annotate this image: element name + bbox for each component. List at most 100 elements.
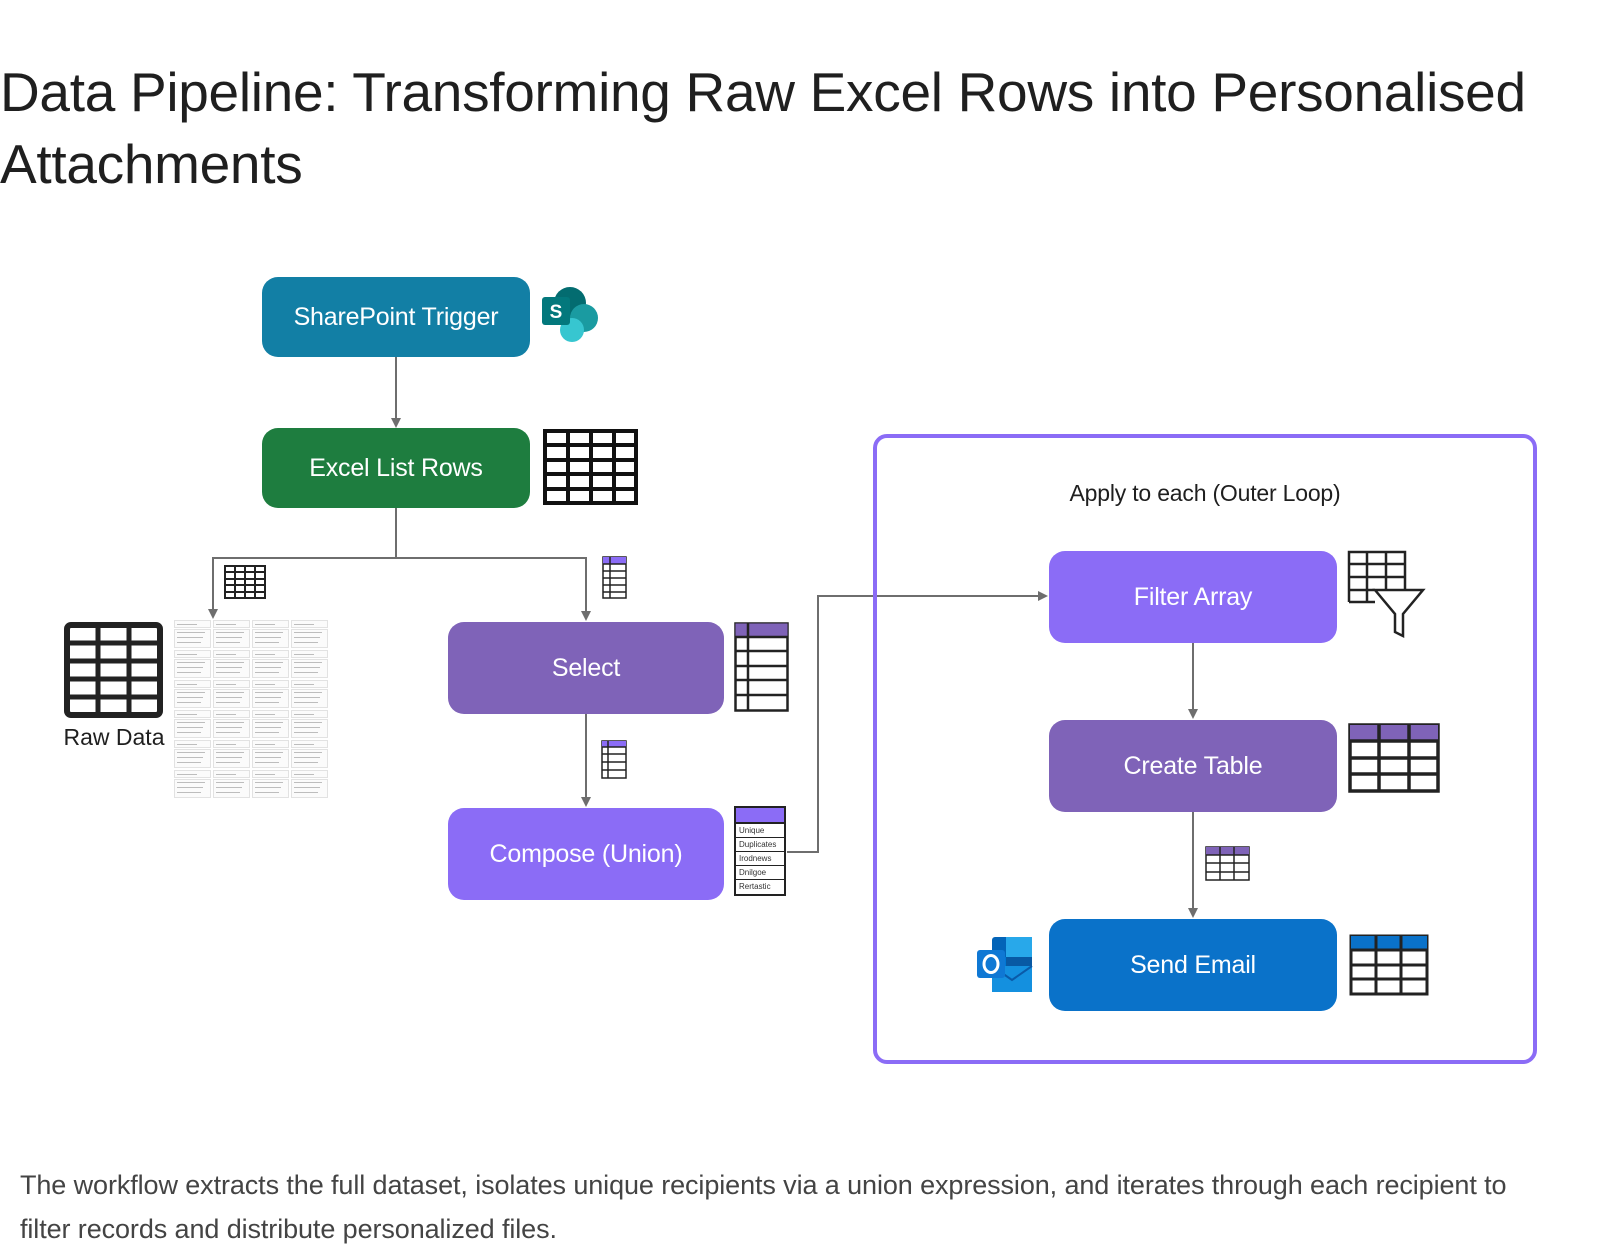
mock-text-line (294, 692, 322, 693)
unique-list-row: Dnilgoe (736, 866, 784, 880)
apply-to-each-loop[interactable] (873, 434, 1537, 1064)
small-purple-table-icon (1205, 846, 1250, 881)
mock-text-line (294, 782, 322, 783)
mock-cell (213, 629, 250, 648)
mock-text-line (294, 654, 314, 655)
mock-text-line (294, 774, 314, 775)
node-label: Create Table (1123, 751, 1263, 780)
mock-text-line (216, 792, 240, 793)
mock-cell (174, 719, 211, 738)
mock-text-line (216, 697, 242, 698)
mock-text-line (294, 624, 314, 625)
mock-text-line (216, 702, 240, 703)
mock-text-line (255, 757, 281, 758)
mock-text-line (255, 662, 283, 663)
mock-text-line (216, 692, 244, 693)
filter-array-node[interactable]: Filter Array (1049, 551, 1337, 643)
mock-text-line (177, 762, 201, 763)
mock-text-line (255, 762, 279, 763)
mock-text-line (294, 732, 318, 733)
mock-cell (291, 749, 328, 768)
mock-text-line (255, 684, 275, 685)
compose-union-node[interactable]: Compose (Union) (448, 808, 724, 900)
mock-cell (291, 689, 328, 708)
send-email-node[interactable]: Send Email (1049, 919, 1337, 1011)
mock-text-line (216, 727, 242, 728)
two-column-table-icon (734, 622, 789, 712)
mock-cell (213, 659, 250, 678)
select-node[interactable]: Select (448, 622, 724, 714)
unique-list-row: Unique (736, 824, 784, 838)
mock-text-line (294, 714, 314, 715)
mock-text-line (177, 632, 205, 633)
table-purple-header-icon (1348, 723, 1440, 793)
raw-data-label: Raw Data (63, 724, 165, 750)
mock-text-line (177, 757, 203, 758)
mock-text-line (294, 702, 318, 703)
excel-list-rows-node[interactable]: Excel List Rows (262, 428, 530, 508)
unique-list-row: Duplicates (736, 838, 784, 852)
mock-text-line (177, 714, 197, 715)
mock-text-line (294, 672, 318, 673)
create-table-node[interactable]: Create Table (1049, 720, 1337, 812)
mock-text-line (177, 787, 203, 788)
mock-text-line (294, 637, 320, 638)
mock-text-line (177, 722, 205, 723)
mock-text-line (177, 697, 203, 698)
mock-text-line (255, 744, 275, 745)
mock-text-line (255, 672, 279, 673)
mock-text-line (294, 762, 318, 763)
mock-text-line (216, 762, 240, 763)
mock-text-line (216, 642, 240, 643)
mock-cell (252, 629, 289, 648)
mock-text-line (216, 774, 236, 775)
mock-text-line (255, 702, 279, 703)
unique-list-header (736, 808, 784, 824)
mock-text-line (216, 672, 240, 673)
mock-text-line (216, 757, 242, 758)
mock-text-line (216, 667, 242, 668)
mock-cell (252, 779, 289, 798)
mock-text-line (216, 744, 236, 745)
mock-text-line (255, 624, 275, 625)
mock-text-line (255, 732, 279, 733)
mock-text-line (255, 782, 283, 783)
sharepoint-trigger-node[interactable]: SharePoint Trigger (262, 277, 530, 357)
mock-text-line (177, 692, 205, 693)
mock-text-line (177, 672, 201, 673)
mock-cell (213, 689, 250, 708)
mock-text-line (294, 684, 314, 685)
mock-text-line (294, 727, 320, 728)
mock-text-line (216, 714, 236, 715)
mock-text-line (216, 787, 242, 788)
small-column-table-icon-2 (601, 740, 627, 779)
mock-text-line (177, 727, 203, 728)
mock-text-line (216, 684, 236, 685)
unique-list-row: Irodnews (736, 852, 784, 866)
mock-cell (252, 749, 289, 768)
raw-data-table-icon (64, 622, 163, 718)
table-grid-icon (543, 429, 638, 505)
mock-cell (174, 689, 211, 708)
mock-cell (291, 659, 328, 678)
mock-text-line (255, 642, 279, 643)
page-title: Data Pipeline: Transforming Raw Excel Ro… (0, 61, 1526, 195)
mock-text-line (177, 654, 197, 655)
mock-cell (252, 689, 289, 708)
mock-text-line (216, 662, 244, 663)
edge-excel-to-raw (208, 508, 397, 619)
unique-list-row: Rertastic (739, 882, 771, 891)
mock-text-line (294, 697, 320, 698)
mock-cell (252, 719, 289, 738)
mock-text-line (255, 692, 283, 693)
small-table-icon (224, 565, 266, 599)
mock-text-line (294, 787, 320, 788)
mock-text-line (294, 757, 320, 758)
mock-text-line (216, 722, 244, 723)
mock-text-line (177, 702, 201, 703)
mock-text-line (255, 792, 279, 793)
node-label: SharePoint Trigger (293, 302, 499, 331)
mock-text-line (294, 792, 318, 793)
unique-list-icon: Unique Duplicates Irodnews Dnilgoe Rerta… (734, 806, 786, 896)
mock-text-line (294, 744, 314, 745)
